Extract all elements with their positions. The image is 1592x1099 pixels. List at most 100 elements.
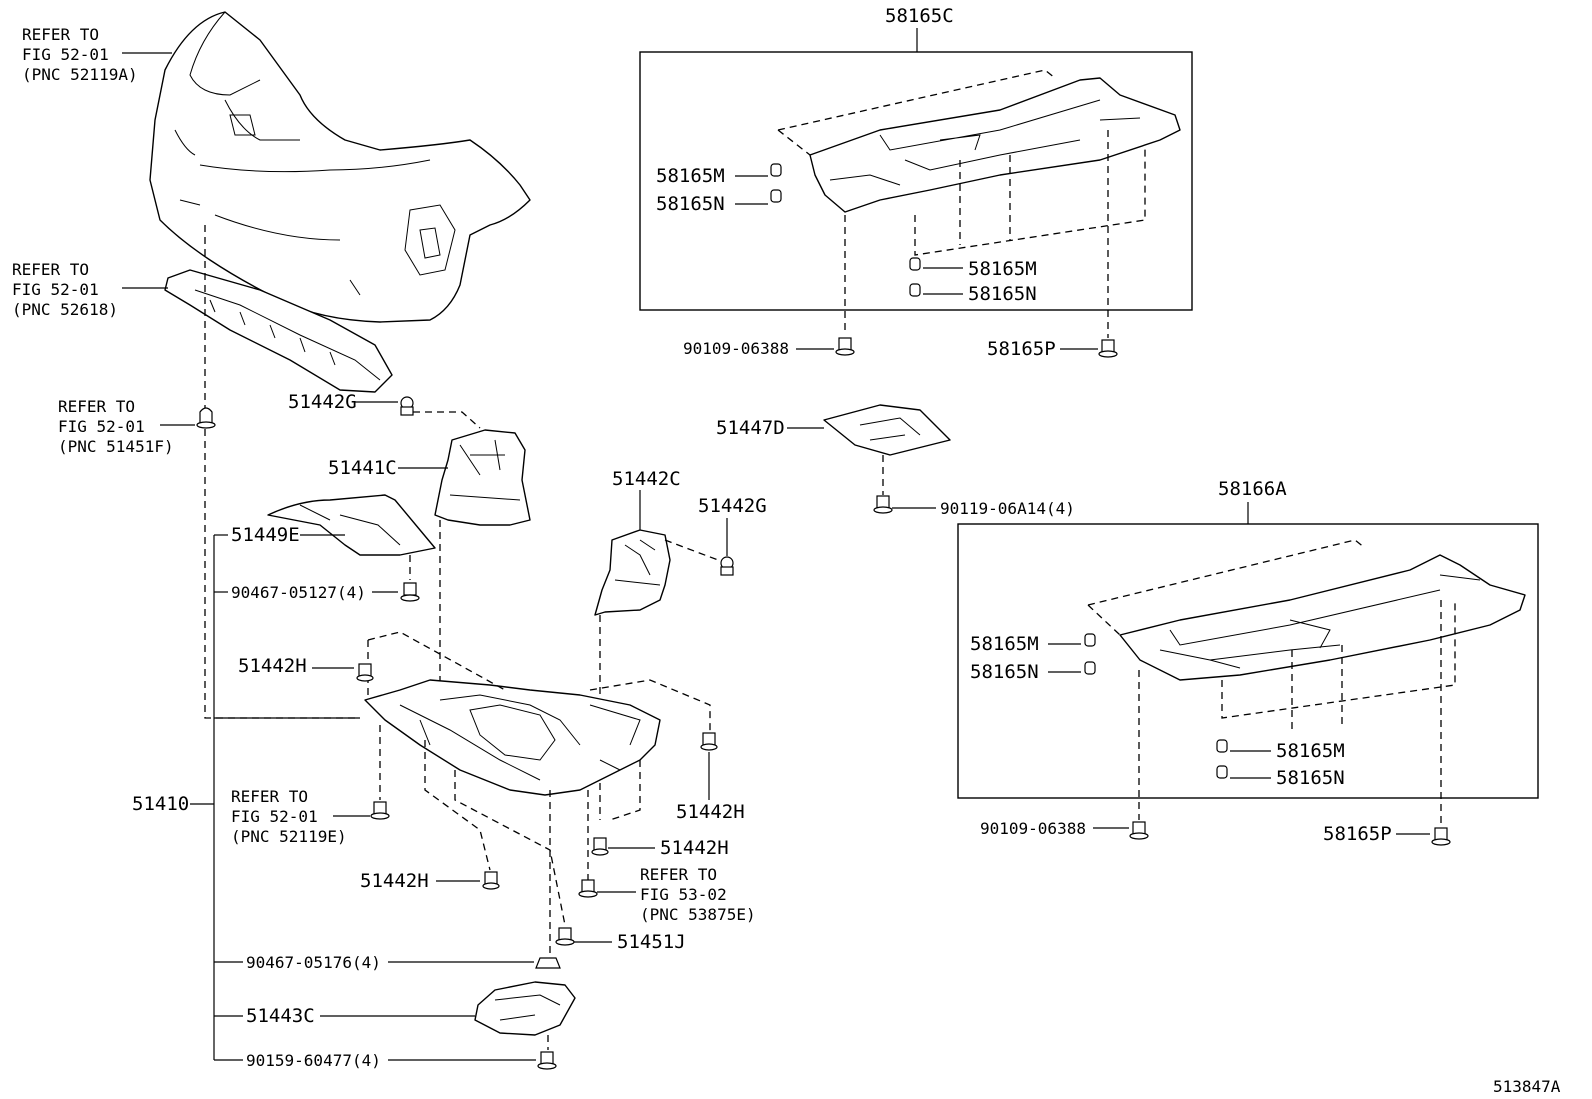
label-58165m-b: 58165M	[968, 258, 1037, 280]
clip-58165p-a	[1098, 339, 1118, 358]
nut-90467-05176	[535, 957, 561, 969]
ref-absorber-line3: (PNC 52618)	[12, 300, 118, 319]
dash-58166a-inner	[1291, 645, 1343, 730]
label-51449e: 51449E	[231, 524, 300, 546]
box-58166a	[957, 523, 1539, 799]
ref-52119e-line3: (PNC 52119E)	[231, 827, 347, 846]
clip-51442g-top	[400, 396, 414, 416]
box-58165c	[639, 51, 1193, 311]
dash-51442c-clip	[664, 539, 719, 561]
dash-58165c-inner	[959, 155, 1011, 245]
label-58165m-c: 58165M	[970, 633, 1039, 655]
label-51442h-d: 51442H	[360, 870, 429, 892]
seal-51449e	[267, 494, 436, 556]
label-58166a: 58166A	[1218, 478, 1287, 500]
label-51410: 51410	[132, 793, 189, 815]
clip-58165n-d	[1216, 765, 1228, 779]
label-51451j: 51451J	[617, 931, 686, 953]
bolt-90109-b	[1129, 821, 1149, 840]
clip-51451f	[196, 407, 216, 429]
label-58165m-d: 58165M	[1276, 740, 1345, 762]
ref-absorber-line2: FIG 52-01	[12, 280, 99, 299]
label-51442c: 51442C	[612, 468, 681, 490]
label-58165p-a: 58165P	[987, 338, 1056, 360]
clip-58165n-a	[770, 189, 782, 203]
ref-clip-line1: REFER TO	[58, 397, 135, 416]
under-cover-58166a	[1119, 554, 1526, 681]
label-90119: 90119-06A14(4)	[940, 499, 1075, 518]
label-58165n-a: 58165N	[656, 193, 725, 215]
dash-58165c-top	[777, 69, 1056, 131]
clip-58165n-b	[909, 283, 921, 297]
dash-58166a-left	[1087, 604, 1121, 636]
clip-51442h-b	[700, 732, 718, 751]
label-51441c: 51441C	[328, 457, 397, 479]
bumper-cover-part	[149, 11, 531, 323]
label-58165c: 58165C	[885, 5, 954, 27]
dash-58165c-left	[777, 129, 811, 156]
clip-58165m-d	[1216, 739, 1228, 753]
cover-51443c	[474, 981, 576, 1036]
label-90109-b: 90109-06388	[980, 819, 1086, 838]
dash-58166a-bottom	[1221, 600, 1456, 719]
label-51443c: 51443C	[246, 1005, 315, 1027]
dash-bumper-to-cover	[204, 225, 360, 719]
ref-52119e-line1: REFER TO	[231, 787, 308, 806]
ref-clip-line3: (PNC 51451F)	[58, 437, 174, 456]
retainer-53875e	[578, 879, 598, 898]
absorber-part	[164, 269, 393, 393]
fastener-90467-05127	[400, 582, 420, 602]
label-58165n-d: 58165N	[1276, 767, 1345, 789]
label-90467-05127: 90467-05127(4)	[231, 583, 366, 602]
clip-58165n-c	[1084, 661, 1096, 675]
dash-51442g-top	[413, 411, 481, 429]
dash-58165c-bottom	[914, 145, 1146, 256]
ref-bumper-line1: REFER TO	[22, 25, 99, 44]
mudguard-51442c	[594, 529, 671, 616]
bolt-90159-60477	[537, 1051, 557, 1070]
ref-clip-line2: FIG 52-01	[58, 417, 145, 436]
dash-cover-bottom-left	[424, 740, 491, 871]
clip-58165m-c	[1084, 633, 1096, 647]
clip-51442h-d	[482, 871, 500, 890]
label-51442h-b: 51442H	[676, 801, 745, 823]
label-51442g-right: 51442G	[698, 495, 767, 517]
mudguard-51441c	[434, 429, 531, 526]
under-cover-58165c	[809, 77, 1181, 213]
label-51442g-top: 51442G	[288, 391, 357, 413]
label-90159-60477: 90159-60477(4)	[246, 1051, 381, 1070]
bolt-52119e	[370, 801, 390, 820]
diagram-id: 513847A	[1493, 1077, 1561, 1096]
label-58165p-b: 58165P	[1323, 823, 1392, 845]
clip-58165m-b	[909, 257, 921, 271]
label-51447d: 51447D	[716, 417, 785, 439]
ref-bumper-line2: FIG 52-01	[22, 45, 109, 64]
clip-51451j	[555, 927, 575, 946]
label-58165n-b: 58165N	[968, 283, 1037, 305]
label-58165n-c: 58165N	[970, 661, 1039, 683]
clip-58165p-b	[1431, 827, 1451, 846]
clip-51442g-right	[720, 556, 734, 576]
dash-cover-top-right	[589, 679, 711, 735]
label-90467-05176: 90467-05176(4)	[246, 953, 381, 972]
label-58165m-a: 58165M	[656, 165, 725, 187]
ref-52119e-line2: FIG 52-01	[231, 807, 318, 826]
label-51442h-c: 51442H	[660, 837, 729, 859]
clip-51442h-a	[356, 663, 374, 682]
dash-cover-bottom-right	[609, 760, 641, 821]
ref-53875e-line1: REFER TO	[640, 865, 717, 884]
ref-53875e-line2: FIG 53-02	[640, 885, 727, 904]
clip-58165m-a	[770, 163, 782, 177]
dash-cover-bottom-mid	[454, 770, 566, 926]
ref-53875e-line3: (PNC 53875E)	[640, 905, 756, 924]
ref-absorber-line1: REFER TO	[12, 260, 89, 279]
label-51442h-a: 51442H	[238, 655, 307, 677]
cover-51447d	[823, 404, 951, 456]
dash-cover-top-left	[367, 631, 506, 691]
engine-under-cover-51410	[364, 679, 661, 796]
clip-51442h-c	[591, 837, 609, 856]
ref-bumper-line3: (PNC 52119A)	[22, 65, 138, 84]
bolt-90119	[873, 495, 893, 514]
